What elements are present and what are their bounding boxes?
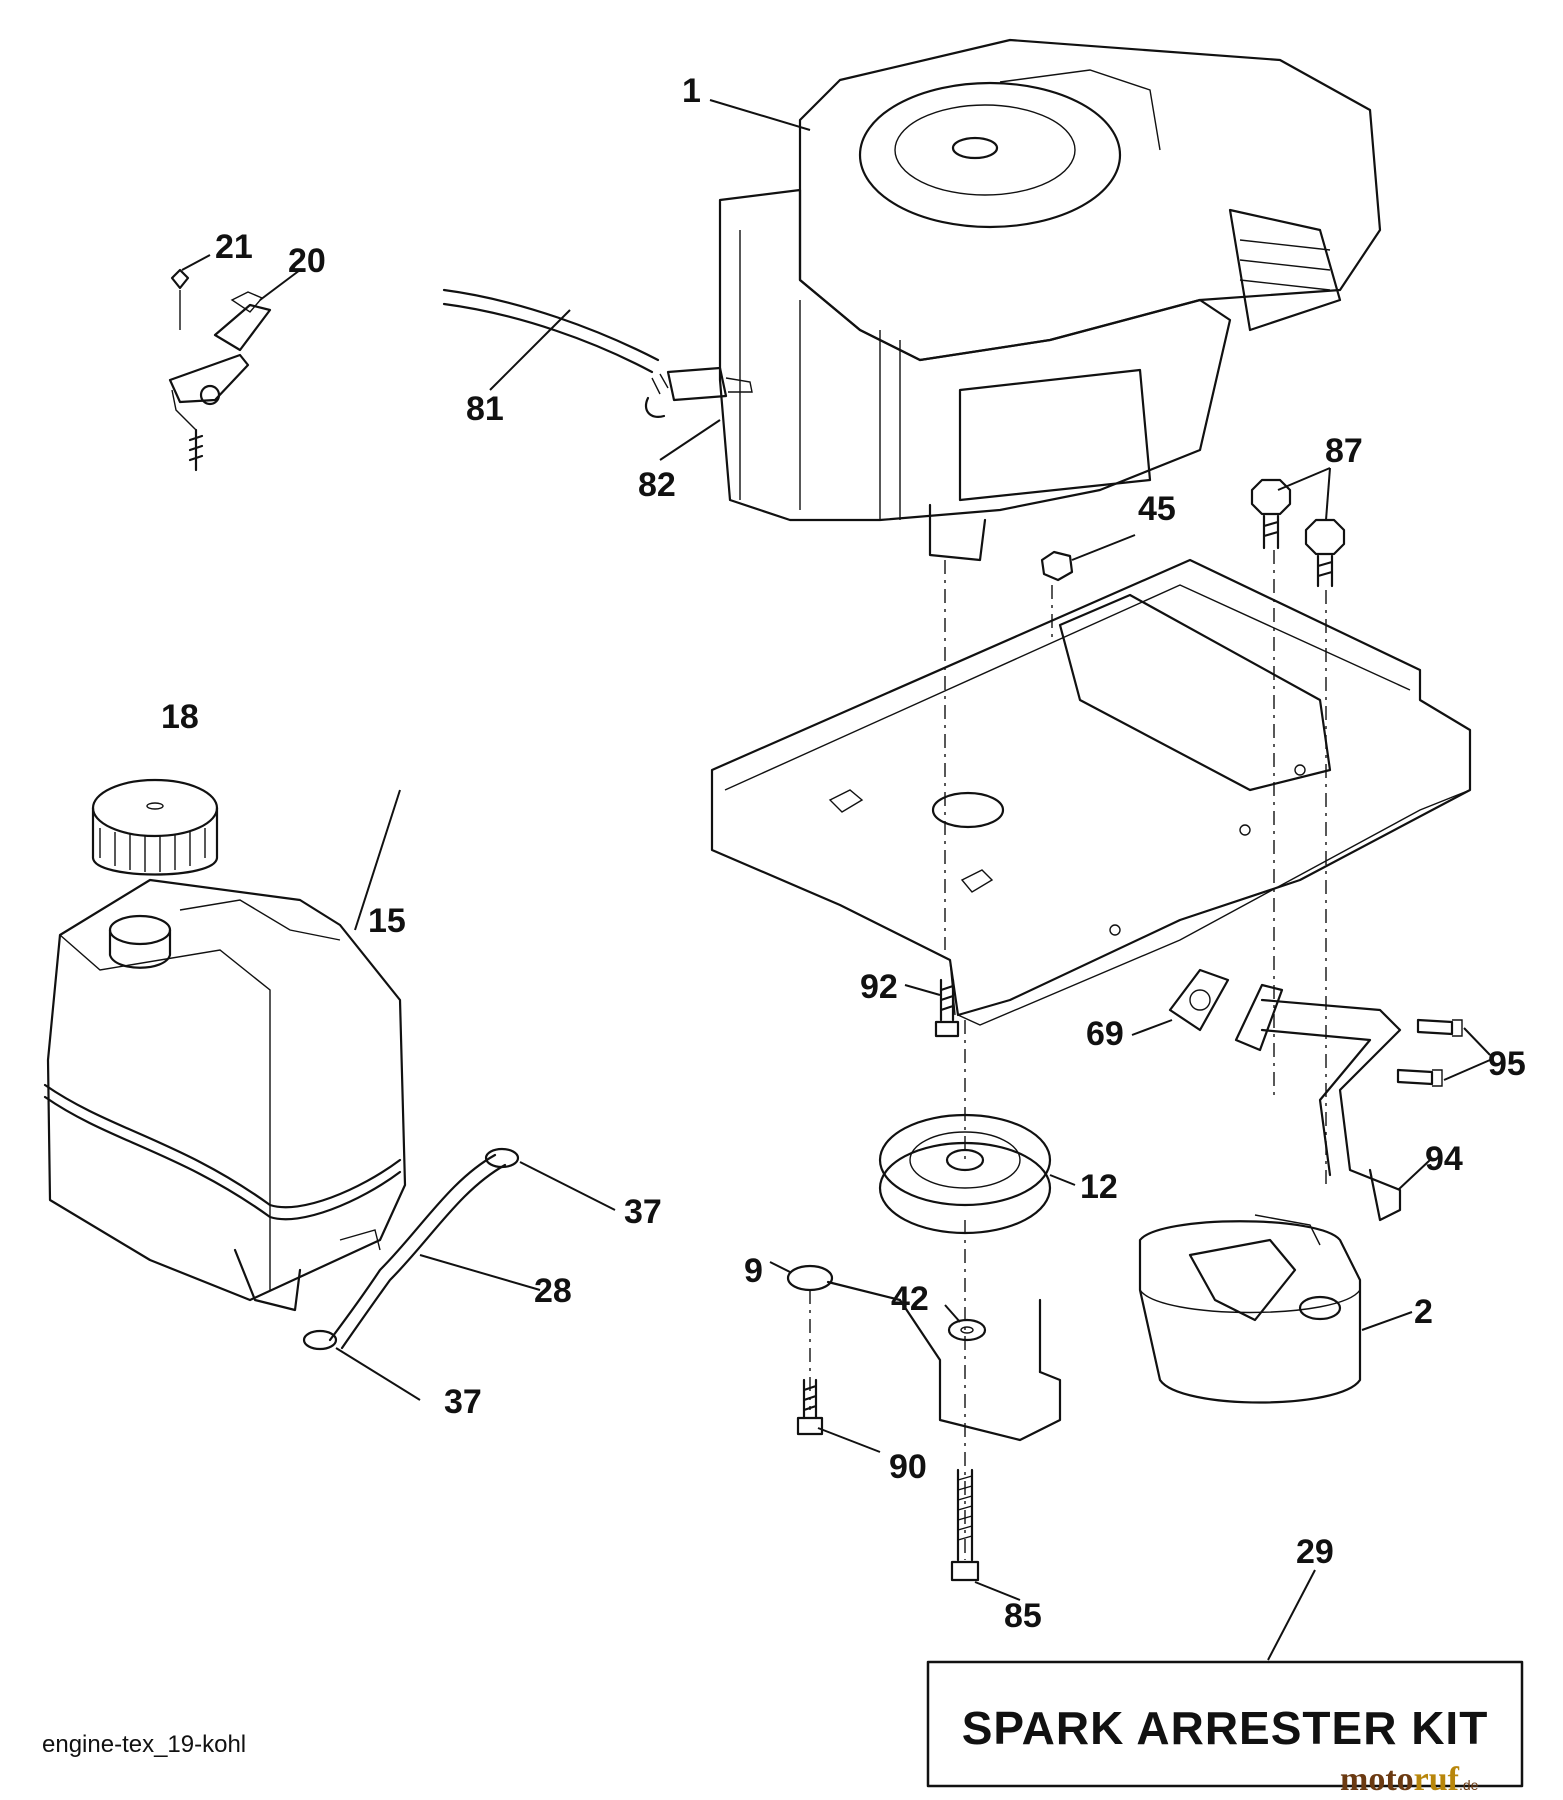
nut-45 <box>1040 550 1074 582</box>
engine-mount-plate <box>710 558 1472 1026</box>
fuel-cap <box>91 778 219 876</box>
bolt-92 <box>934 978 960 1038</box>
fuel-line <box>442 288 660 374</box>
callout-28: 28 <box>534 1272 572 1310</box>
callout-37-bottom: 37 <box>444 1383 482 1421</box>
callout-9: 9 <box>744 1252 763 1290</box>
bolt-87-right <box>1304 518 1346 588</box>
watermark-suffix: .de <box>1459 1777 1479 1793</box>
pulley <box>878 1113 1052 1235</box>
throttle-control-bracket <box>168 268 272 472</box>
callout-87: 87 <box>1325 432 1363 470</box>
muffler-bracket-rod <box>786 1264 1062 1442</box>
callout-42: 42 <box>891 1280 929 1318</box>
callout-81: 81 <box>466 390 504 428</box>
exhaust-pipe <box>1260 998 1402 1222</box>
leader-lines <box>181 99 1491 1661</box>
spark-arrester-kit-label: SPARK ARRESTER KIT <box>962 1702 1489 1754</box>
bolt-85 <box>950 1468 980 1582</box>
bolts-95 <box>1396 1018 1463 1087</box>
svg-text:motoruf.de: motoruf.de <box>1340 1761 1479 1798</box>
fuel-tank <box>43 878 407 1312</box>
callout-90: 90 <box>889 1448 927 1486</box>
callout-94: 94 <box>1425 1140 1463 1178</box>
fuel-hose <box>328 1153 507 1350</box>
callout-18: 18 <box>161 698 199 736</box>
watermark-part1: moto <box>1340 1761 1414 1798</box>
callout-20: 20 <box>288 242 326 280</box>
hose-clamp-bottom <box>302 1329 338 1351</box>
callout-85: 85 <box>1004 1597 1042 1635</box>
callout-29: 29 <box>1296 1533 1334 1571</box>
diagram-file-name: engine-tex_19-kohl <box>42 1731 246 1758</box>
callout-2: 2 <box>1414 1293 1433 1331</box>
hose-clamp-top <box>484 1147 520 1169</box>
callout-21: 21 <box>215 228 253 266</box>
spark-arrester-kit-box: SPARK ARRESTER KIT <box>926 1660 1524 1788</box>
washer-42 <box>947 1318 987 1342</box>
engine <box>718 38 1382 562</box>
exhaust-flange <box>1234 983 1284 1052</box>
callout-labels: 1 21 20 81 82 87 45 18 15 92 69 95 94 12… <box>161 72 1526 1635</box>
callout-45: 45 <box>1138 490 1176 528</box>
muffler <box>1138 1214 1362 1404</box>
callout-92: 92 <box>860 968 898 1006</box>
callout-37-top: 37 <box>624 1193 662 1231</box>
watermark-part2: ruf <box>1414 1761 1460 1798</box>
fuel-filter <box>644 366 753 418</box>
exhaust-gasket <box>1168 968 1230 1032</box>
callout-69: 69 <box>1086 1015 1124 1053</box>
callout-95: 95 <box>1488 1045 1526 1083</box>
watermark-logo: motoruf.de <box>1340 1761 1479 1798</box>
alignment-lines <box>809 550 1327 1560</box>
callout-12: 12 <box>1080 1168 1118 1206</box>
callout-82: 82 <box>638 466 676 504</box>
bolt-87-left <box>1250 478 1292 550</box>
bolt-90 <box>796 1378 824 1436</box>
callout-1: 1 <box>682 72 701 110</box>
callout-15: 15 <box>368 902 406 940</box>
